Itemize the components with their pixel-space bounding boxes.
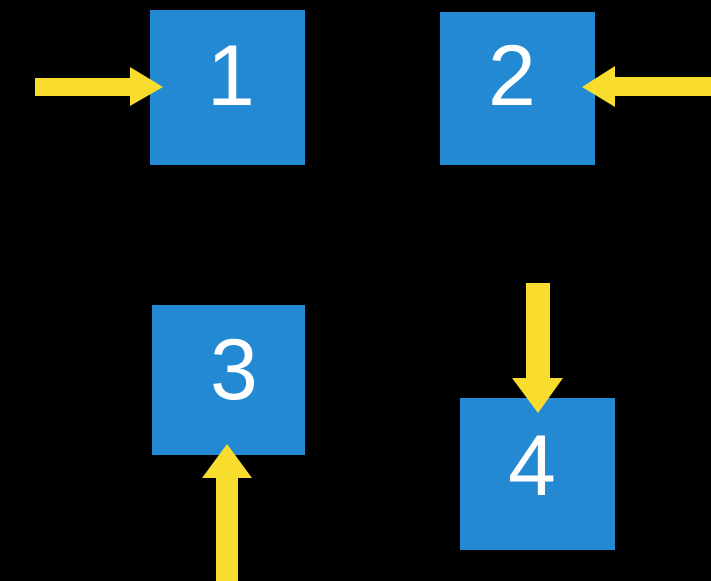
node-box-4[interactable] (460, 398, 615, 550)
node-label-4: 4 (508, 418, 556, 514)
node-label-2: 2 (488, 28, 536, 124)
arrow-up-into-node-3 (202, 444, 252, 581)
node-box-1[interactable] (150, 10, 305, 165)
node-box-2[interactable] (440, 12, 595, 165)
arrow-right-into-node-1 (35, 67, 163, 106)
node-box-3[interactable] (152, 305, 305, 455)
arrow-down-into-node-4 (512, 283, 563, 413)
node-label-3: 3 (210, 322, 258, 418)
arrow-left-into-node-2 (582, 66, 711, 107)
node-label-1: 1 (207, 28, 255, 124)
